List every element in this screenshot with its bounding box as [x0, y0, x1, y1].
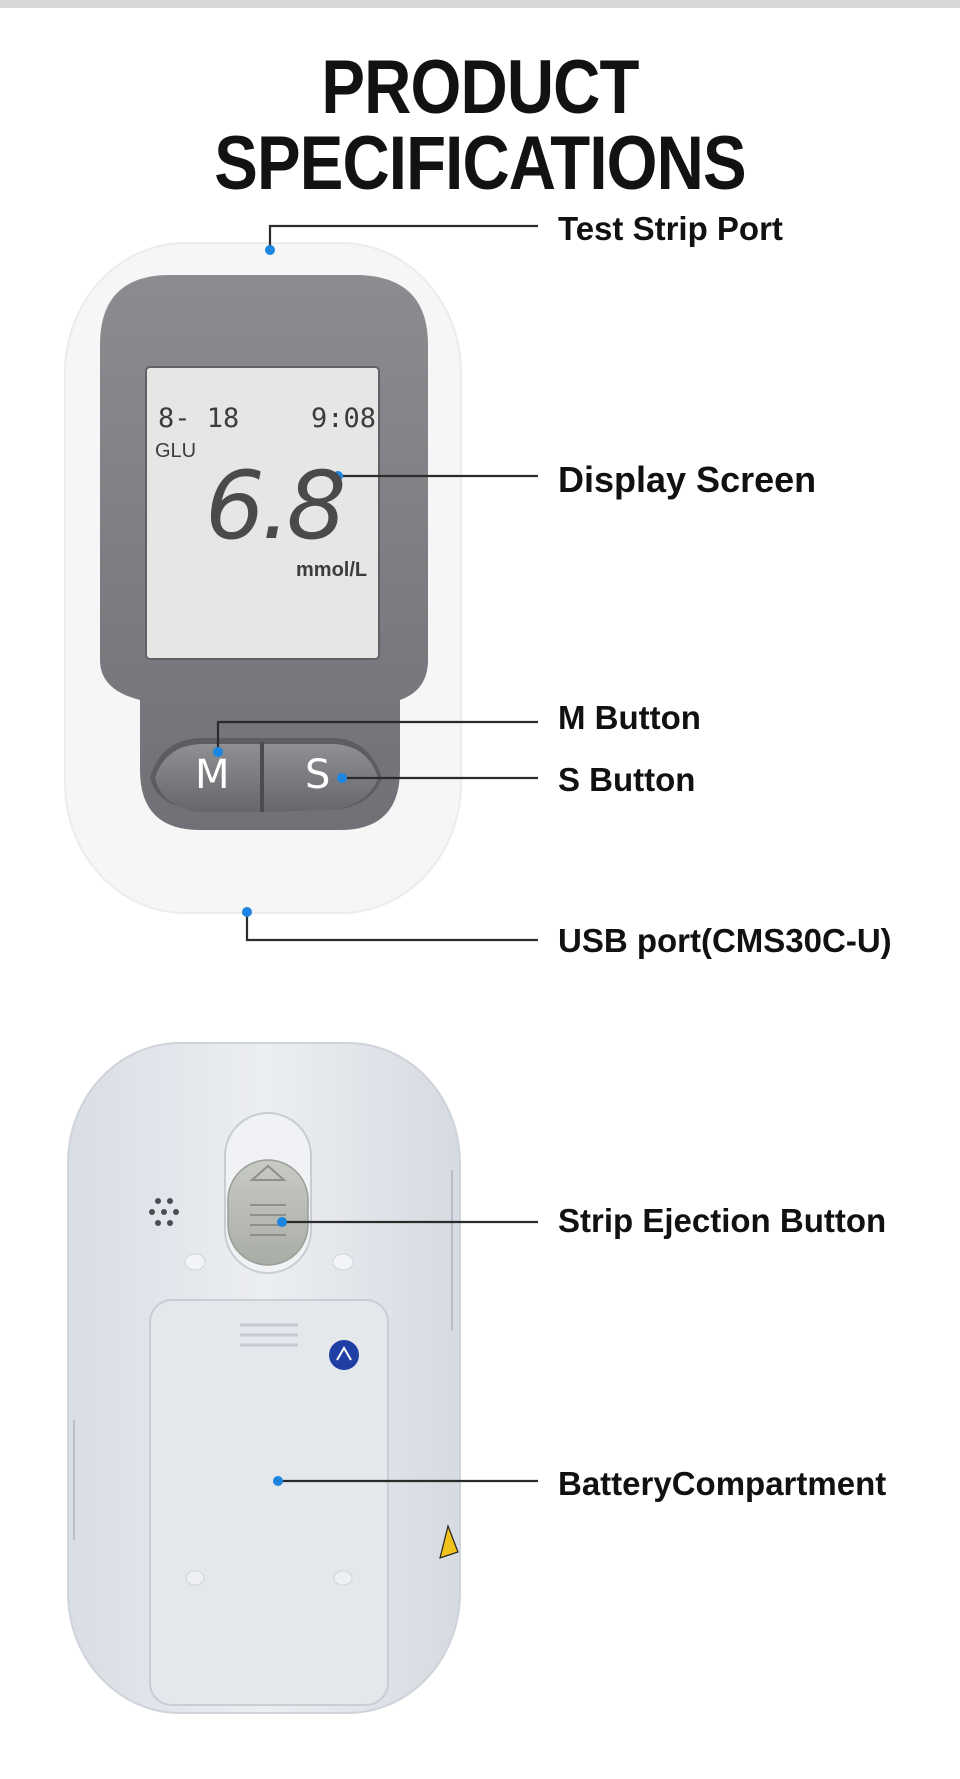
callout-lines — [216, 224, 538, 1483]
callout-dots — [213, 245, 347, 1486]
lcd-unit: mmol/L — [296, 559, 368, 581]
lcd-date: 8- 18 — [158, 403, 240, 434]
m-button-shape — [155, 744, 260, 812]
manual-icon — [329, 1340, 359, 1370]
lcd-screen — [145, 366, 380, 660]
warning-icon — [439, 1524, 459, 1559]
label-strip-ejection: Strip Ejection Button — [558, 1202, 887, 1239]
speaker-grille — [149, 1198, 179, 1226]
back-device — [67, 1042, 461, 1714]
label-usb-port: USB port(CMS30C-U) — [558, 922, 892, 959]
label-battery: BatteryCompartment — [558, 1465, 887, 1502]
top-border — [0, 0, 960, 8]
lcd-reading: 6.8 — [205, 452, 346, 561]
lcd-mode: GLU — [155, 440, 197, 462]
label-test-strip-port: Test Strip Port — [558, 210, 783, 247]
page-title: PRODUCT SPECIFICATIONS — [214, 45, 746, 206]
s-button[interactable]: S — [305, 752, 331, 798]
front-device — [64, 242, 462, 914]
s-button-shape — [264, 744, 378, 812]
label-m-button: M Button — [558, 699, 701, 736]
battery-cover — [149, 1299, 389, 1706]
m-button[interactable]: M — [195, 752, 230, 798]
ejection-slider — [227, 1159, 309, 1266]
label-display-screen: Display Screen — [558, 459, 817, 500]
label-s-button: S Button — [558, 761, 696, 798]
lcd-time: 9:08 — [311, 403, 377, 434]
